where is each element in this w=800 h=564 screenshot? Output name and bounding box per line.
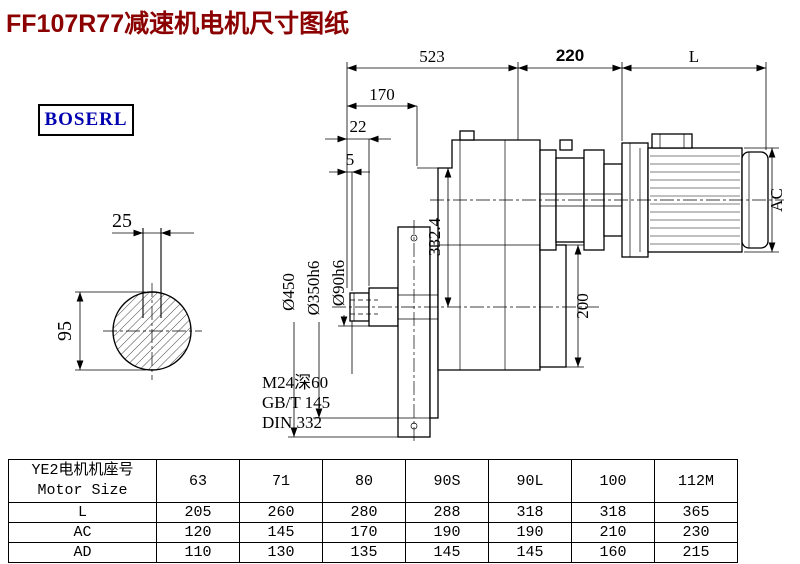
cell: 145 — [239, 522, 323, 543]
size-col-90l: 90L — [488, 459, 572, 503]
cell: 215 — [654, 542, 738, 563]
cell: 190 — [405, 522, 489, 543]
table-row-AD: AD 110 130 135 145 145 160 215 — [8, 542, 738, 563]
dim-22: 22 — [350, 117, 367, 136]
dim-332-4: 332.4 — [425, 217, 444, 256]
size-col-100: 100 — [571, 459, 655, 503]
motor-fins — [650, 155, 740, 245]
dimension-drawing: 523 220 L 170 22 5 332.4 200 AC Ø450 Ø35… — [54, 46, 786, 444]
cell: 110 — [156, 542, 240, 563]
cell: 318 — [571, 502, 655, 523]
note-gb-standard: GB/T 145 — [262, 393, 330, 412]
cell: 135 — [322, 542, 406, 563]
header-motor-size-en: Motor Size — [37, 482, 128, 499]
dim-shaft-90: Ø90h6 — [329, 260, 348, 306]
cell: 205 — [156, 502, 240, 523]
terminal-box — [651, 133, 693, 149]
cell: 260 — [239, 502, 323, 523]
cell: 160 — [571, 542, 655, 563]
table-row-AC: AC 120 145 170 190 190 210 230 — [8, 522, 738, 543]
cell: 288 — [405, 502, 489, 523]
cell: 230 — [654, 522, 738, 543]
row-label: L — [8, 502, 157, 523]
gear-unit-outline — [332, 130, 784, 444]
dim-shaft-height-95: 95 — [54, 321, 76, 341]
dim-220: 220 — [556, 46, 584, 65]
note-tapped-hole: M24深60 — [262, 373, 328, 392]
header-motor-size: YE2电机机座号 Motor Size — [8, 459, 157, 503]
note-din-standard: DIN 332 — [262, 413, 322, 432]
cell: 190 — [488, 522, 572, 543]
dim-flange-od-450: Ø450 — [279, 273, 298, 311]
dim-spigot-350: Ø350h6 — [304, 261, 323, 316]
size-col-90s: 90S — [405, 459, 489, 503]
dimension-lines — [75, 62, 779, 438]
cell: 210 — [571, 522, 655, 543]
output-cover — [539, 244, 567, 368]
cell: 170 — [322, 522, 406, 543]
dim-motor-length-L: L — [689, 47, 699, 66]
brand-logo: BOSERL — [38, 104, 134, 136]
table-header-row: YE2电机机座号 Motor Size 63 71 80 90S 90L 100… — [8, 459, 738, 503]
cell: 145 — [405, 542, 489, 563]
size-col-71: 71 — [239, 459, 323, 503]
page-title: FF107R77减速机电机尺寸图纸 — [6, 10, 350, 38]
header-motor-size-cn: YE2电机机座号 — [31, 462, 134, 479]
table-row-L: L 205 260 280 288 318 318 365 — [8, 502, 738, 523]
lifting-eye — [459, 130, 475, 141]
cell: 145 — [488, 542, 572, 563]
size-col-112m: 112M — [654, 459, 738, 503]
cell: 120 — [156, 522, 240, 543]
dim-523: 523 — [419, 47, 445, 66]
cell: 280 — [322, 502, 406, 523]
dim-AC: AC — [767, 188, 786, 212]
row-label: AC — [8, 522, 157, 543]
motor-adapter — [539, 139, 623, 251]
dim-200: 200 — [573, 293, 592, 319]
dim-5: 5 — [346, 150, 355, 169]
motor-dimension-table: YE2电机机座号 Motor Size 63 71 80 90S 90L 100… — [8, 459, 738, 563]
cell: 130 — [239, 542, 323, 563]
dim-170: 170 — [369, 85, 395, 104]
size-col-80: 80 — [322, 459, 406, 503]
row-label: AD — [8, 542, 157, 563]
motor-outline — [621, 133, 769, 258]
dim-key-width-25: 25 — [112, 210, 132, 232]
cell: 365 — [654, 502, 738, 523]
shaft-end-view — [103, 228, 202, 380]
cell: 318 — [488, 502, 572, 523]
size-col-63: 63 — [156, 459, 240, 503]
